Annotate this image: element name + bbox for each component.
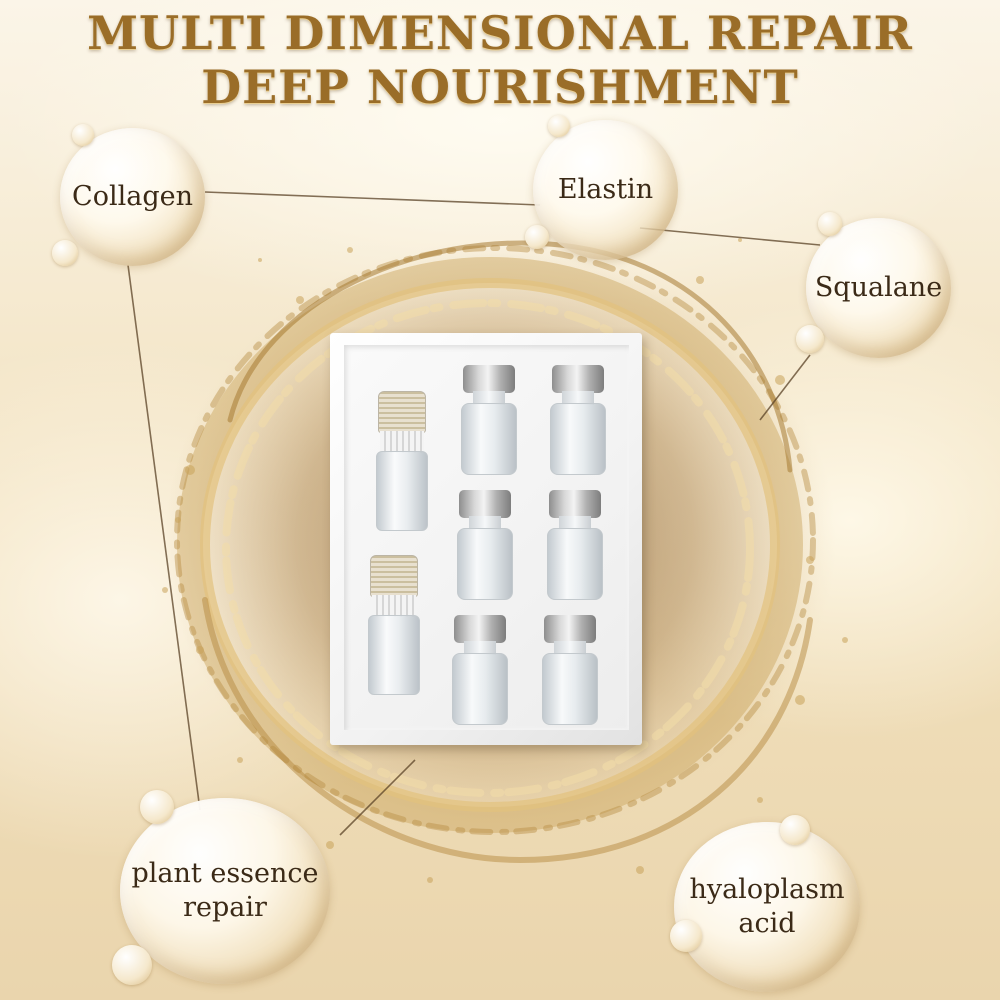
droplet	[780, 815, 810, 845]
ingredient-bubble-elastin: Elastin	[533, 120, 678, 260]
serum-vial	[547, 490, 603, 600]
ingredient-label: hyaloplasm acid	[689, 874, 845, 939]
ingredient-label: Elastin	[557, 174, 654, 206]
droplet	[548, 115, 570, 137]
serum-vial	[461, 365, 517, 475]
serum-vial	[550, 365, 606, 475]
ingredient-bubble-plant-essence-repair: plant essence repair	[120, 798, 330, 984]
ingredient-label: plant essence repair	[131, 858, 319, 923]
droplet	[670, 920, 702, 952]
droplet	[525, 225, 549, 249]
headline-line-2: DEEP NOURISHMENT	[201, 60, 799, 114]
droplet	[140, 790, 174, 824]
roller-bottle	[366, 555, 422, 695]
serum-vial	[452, 615, 508, 725]
ingredient-label: Squalane	[814, 272, 943, 304]
serum-vial	[542, 615, 598, 725]
ingredient-label: Collagen	[72, 181, 193, 213]
droplet	[52, 240, 78, 266]
roller-bottle	[374, 391, 430, 531]
droplet	[796, 325, 824, 353]
droplet	[818, 212, 842, 236]
ingredient-bubble-collagen: Collagen	[60, 128, 205, 266]
headline-line-1: MULTI DIMENSIONAL REPAIR	[87, 6, 913, 60]
droplet	[112, 945, 152, 985]
droplet	[72, 124, 94, 146]
product-box	[330, 333, 642, 745]
ingredient-bubble-squalane: Squalane	[806, 218, 951, 358]
product-tray	[344, 345, 629, 730]
ingredient-bubble-hyaloplasm-acid: hyaloplasm acid	[674, 822, 860, 992]
serum-vial	[457, 490, 513, 600]
